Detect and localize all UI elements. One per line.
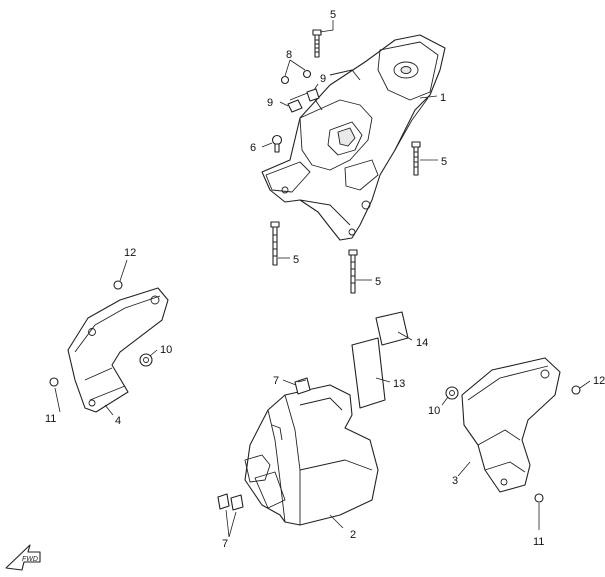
callout-3: 3	[452, 475, 458, 487]
part-12-screw	[113, 280, 123, 290]
part-9-clip-left	[287, 99, 303, 113]
callout-8: 8	[286, 49, 292, 61]
callout-14: 14	[416, 337, 428, 349]
part-13-pad	[351, 337, 386, 409]
callout-11-right: 11	[533, 536, 544, 548]
leader-lines	[54, 20, 591, 538]
callout-12-right: 12	[593, 375, 605, 387]
callout-5-top: 5	[330, 9, 336, 21]
callout-5-right: 5	[441, 156, 447, 168]
callout-7-bottom: 7	[222, 538, 228, 550]
part-11-screw-left	[49, 377, 59, 387]
part-5-bolt-top	[312, 29, 322, 58]
callout-5-left: 5	[293, 254, 299, 266]
part-7-clip-bottom-a	[217, 493, 230, 510]
part-6-bolt	[271, 134, 283, 153]
callout-9-left: 9	[267, 97, 273, 109]
callout-5-center: 5	[375, 276, 381, 288]
svg-text:FWD: FWD	[22, 556, 38, 563]
callout-1: 1	[440, 92, 446, 104]
part-5-bolt-left	[270, 221, 280, 266]
part-14-pad	[375, 311, 409, 346]
callout-12: 12	[124, 247, 136, 259]
callout-labels: 5 1 8 9 9 6 5 5 5 12 14 10 13 7 12 10 11…	[45, 9, 605, 550]
part-8-nut-right	[302, 69, 312, 79]
part-11-screw-right	[534, 493, 544, 503]
part-2-inner-fender	[244, 384, 379, 526]
part-1-rear-frame	[261, 34, 446, 241]
callout-13: 13	[393, 378, 405, 390]
part-7-clip-bottom-b	[230, 494, 244, 511]
callout-10-left: 10	[160, 344, 172, 356]
callout-10-right: 10	[428, 405, 440, 417]
part-4-left-side-cover	[67, 287, 169, 413]
part-8-nut-left	[280, 75, 290, 85]
part-10-grommet-left	[139, 353, 153, 367]
callout-6: 6	[250, 142, 256, 154]
part-9-clip-right	[306, 88, 320, 102]
part-3-right-side-cover	[461, 357, 561, 493]
callout-9-right: 9	[320, 73, 326, 85]
callout-2: 2	[350, 529, 356, 541]
callout-7-top: 7	[273, 375, 279, 387]
callout-11-left: 11	[45, 413, 56, 425]
part-12-screw-right	[571, 385, 581, 395]
part-10-grommet-right	[445, 386, 459, 400]
callout-4: 4	[115, 415, 121, 427]
part-7-clip-top	[294, 377, 311, 395]
part-5-bolt-center	[348, 249, 358, 294]
fwd-arrow-icon: FWD	[5, 544, 41, 571]
part-5-bolt-right	[411, 141, 421, 176]
